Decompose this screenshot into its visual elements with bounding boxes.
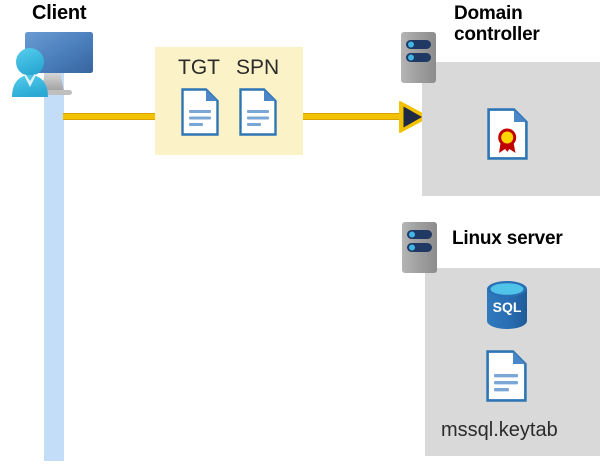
domain-controller-server-rack-icon xyxy=(401,32,436,83)
spn-document-icon xyxy=(239,88,277,136)
linux-server-label: Linux server xyxy=(452,228,563,249)
domain-controller-label: Domain controller xyxy=(454,3,594,46)
linux-server-rack-icon xyxy=(402,222,437,273)
client-lifeline xyxy=(44,72,64,461)
flow-arrow-head-icon xyxy=(398,100,430,134)
spn-label: SPN xyxy=(236,56,280,79)
tgt-spn-highlight-box xyxy=(155,47,303,155)
sql-database-icon: SQL xyxy=(484,280,530,330)
keytab-document-icon xyxy=(486,350,527,402)
keytab-filename-label: mssql.keytab xyxy=(441,419,558,441)
client-label: Client xyxy=(32,2,87,24)
domain-controller-label-line1: Domain xyxy=(454,3,523,24)
svg-text:SQL: SQL xyxy=(493,299,522,315)
tgt-label: TGT xyxy=(178,56,220,79)
tgt-document-icon xyxy=(181,88,219,136)
flow-arrow-segment-right xyxy=(299,113,405,120)
certificate-document-icon xyxy=(487,108,528,160)
flow-arrow-segment-left xyxy=(63,113,159,120)
domain-controller-label-line2: controller xyxy=(454,24,540,46)
user-computer-icon xyxy=(4,28,100,98)
